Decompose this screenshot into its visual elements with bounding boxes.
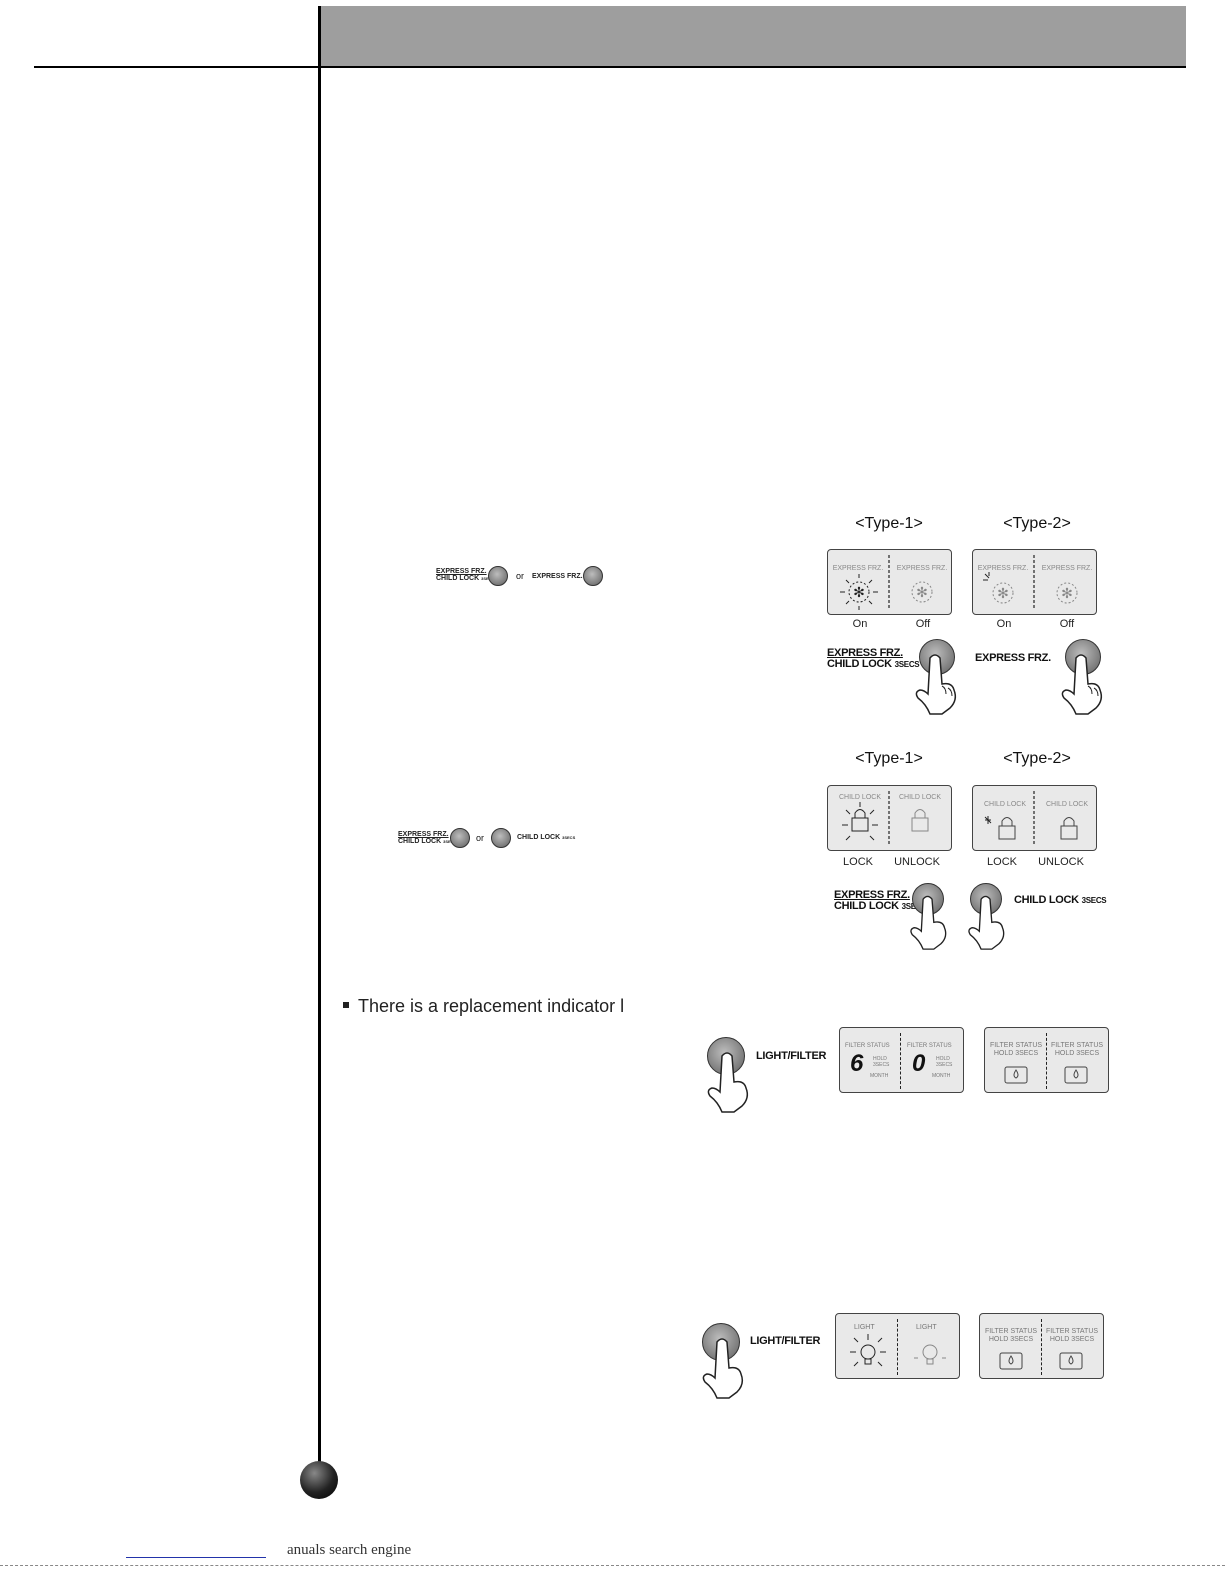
svg-text:CHILD LOCK: CHILD LOCK [1046,801,1088,808]
unlock-label-2: UNLOCK [1038,856,1084,868]
lock-icon: CHILD LOCK CHILD LOCK [839,791,941,846]
filter-digit-right: 0 [912,1050,926,1077]
page-number-dot [300,1461,338,1499]
svg-text:EXPRESS FRZ.: EXPRESS FRZ. [978,565,1029,572]
inline-or: or [516,571,525,581]
light-label: LIGHT [854,1324,875,1331]
express-frz-display-icon-2: EXPRESS FRZ. EXPRESS FRZ. ✻ ✻ [978,555,1093,610]
filter-digit-left: 6 [850,1050,864,1077]
express-frz-display-icon: EXPRESS FRZ. EXPRESS FRZ. ✻ ✻ [833,555,948,610]
footer-link[interactable] [126,1557,266,1558]
express-frz-type1-label: EXPRESS FRZ. CHILD LOCK 3SECS [827,647,920,670]
lock-label: LOCK [843,856,873,868]
finger-press-icon-2 [1061,654,1103,715]
filter-month-right: MONTH [932,1073,951,1079]
lcd-divider [900,1033,902,1089]
header-bar [321,6,1186,66]
inline-child-lock-label: EXPRESS FRZ. CHILD LOCK 3SECS [398,831,456,845]
child-lock-lcd-type1: CHILD LOCK CHILD LOCK [827,785,952,851]
finger-press-icon-5 [707,1052,749,1113]
svg-text:EXPRESS FRZ.: EXPRESS FRZ. [1042,565,1093,572]
filter-month-left: MONTH [870,1073,889,1079]
express-frz-lcd-type1: EXPRESS FRZ. EXPRESS FRZ. ✻ ✻ [827,549,952,615]
express-frz-lcd-type2: EXPRESS FRZ. EXPRESS FRZ. ✻ ✻ [972,549,1097,615]
inline-express-frz-button[interactable] [488,566,508,586]
vertical-rule [318,6,321,1472]
filter-icon-3 [999,1352,1023,1370]
finger-press-icon-6 [702,1338,744,1399]
header-rule [34,66,1186,68]
inline-express-frz-button-2[interactable] [583,566,603,586]
filter-icon-2 [1064,1066,1088,1084]
inline-child-lock-button-2[interactable] [491,828,511,848]
svg-text:✻: ✻ [916,584,928,600]
svg-text:EXPRESS FRZ.: EXPRESS FRZ. [897,565,948,572]
lcd-divider-4 [1041,1319,1043,1375]
type1-heading: <Type-1> [855,515,923,532]
type2-heading-2: <Type-2> [1003,750,1071,767]
inline-child-lock-label-2: CHILD LOCK 3SECS [517,834,576,841]
footer-text: anuals search engine [287,1542,412,1558]
svg-text:CHILD LOCK: CHILD LOCK [984,801,1026,808]
finger-press-icon-4 [968,895,1005,950]
bottom-rule [0,1565,1225,1566]
type1-heading-2: <Type-1> [855,750,923,767]
svg-text:CHILD LOCK: CHILD LOCK [839,794,881,801]
unlock-label: UNLOCK [894,856,940,868]
filter-status-title: FILTER STATUS [845,1043,890,1049]
on-label: On [852,618,868,630]
express-frz-type2-label: EXPRESS FRZ. [975,652,1051,664]
bulb-icon [850,1334,886,1367]
child-lock-type2-label: CHILD LOCK 3SECS [1014,894,1107,906]
replacement-indicator-text: There is a replacement indicator l [343,996,624,1017]
svg-text:CHILD LOCK: CHILD LOCK [899,794,941,801]
svg-text:✻: ✻ [1061,585,1073,601]
light-lcd-type1: LIGHT LIGHT [835,1313,960,1379]
off-label: Off [915,618,931,630]
svg-text:✻: ✻ [853,584,865,600]
lcd-divider-2 [1046,1033,1048,1089]
inline-child-lock-button[interactable] [450,828,470,848]
svg-text:✻: ✻ [997,585,1009,601]
light-filter-label-2: LIGHT/FILTER [750,1335,821,1347]
inline-express-frz-label-2: EXPRESS FRZ. [532,573,583,580]
lock-icon-2: CHILD LOCK CHILD LOCK [984,791,1088,846]
light-label-2: LIGHT [916,1324,937,1331]
lcd-divider-3 [897,1319,899,1375]
inline-express-frz-label: EXPRESS FRZ. CHILD LOCK 3SECS [436,568,494,582]
filter-status-title-2: FILTER STATUS [907,1043,952,1049]
filter-icon-4 [1059,1352,1083,1370]
bulb-icon-2 [914,1344,946,1365]
child-lock-lcd-type2: CHILD LOCK CHILD LOCK [972,785,1097,851]
finger-press-icon [915,654,957,715]
lock-label-2: LOCK [987,856,1017,868]
type2-heading: <Type-2> [1003,515,1071,532]
on-label-2: On [996,618,1012,630]
filter-icon [1004,1066,1028,1084]
off-label-2: Off [1059,618,1075,630]
light-filter-label: LIGHT/FILTER [756,1050,827,1062]
svg-text:EXPRESS FRZ.: EXPRESS FRZ. [833,565,884,572]
finger-press-icon-3 [910,895,947,950]
inline-or-2: or [476,833,485,843]
